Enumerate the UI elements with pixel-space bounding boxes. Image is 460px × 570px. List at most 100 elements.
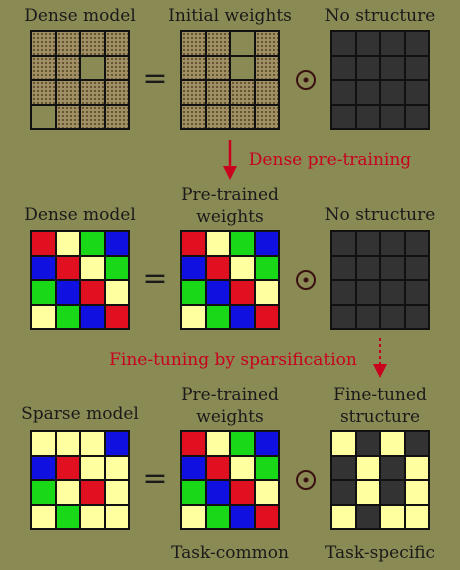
matrix-cell [380, 431, 405, 456]
matrix-cell [55, 55, 80, 80]
matrix-cell [380, 104, 405, 129]
matrix-cell [55, 255, 80, 280]
matrix-cell [80, 231, 105, 256]
matrix-cell [331, 455, 356, 480]
matrix-cell [104, 455, 129, 480]
row3-mid-title-line2: weights [196, 407, 264, 427]
row2-hadamard-icon [296, 270, 316, 290]
row1-left-title: Dense model [24, 6, 136, 26]
matrix-cell [380, 280, 405, 305]
matrix-cell [55, 455, 80, 480]
matrix-cell [181, 80, 206, 105]
row1-right-grid [330, 30, 430, 130]
matrix-cell [254, 304, 279, 329]
matrix-cell [355, 304, 380, 329]
matrix-cell [355, 480, 380, 505]
matrix-cell [104, 480, 129, 505]
matrix-cell [230, 431, 255, 456]
matrix-cell [230, 104, 255, 129]
matrix-cell [80, 80, 105, 105]
pretraining-arrow-icon [223, 140, 237, 180]
matrix-cell [331, 431, 356, 456]
matrix-cell [230, 231, 255, 256]
matrix-cell [31, 280, 56, 305]
row3-right-title-line2: structure [339, 407, 421, 427]
matrix-cell [31, 255, 56, 280]
matrix-cell [80, 104, 105, 129]
matrix-cell [205, 231, 230, 256]
matrix-cell [104, 104, 129, 129]
matrix-cell [404, 31, 429, 56]
row1-left-grid [30, 30, 130, 130]
row3-equals: = [142, 461, 168, 496]
matrix-cell [254, 480, 279, 505]
row2-mid-grid [180, 230, 280, 330]
matrix-cell [355, 231, 380, 256]
matrix-cell [55, 80, 80, 105]
matrix-cell [230, 31, 255, 56]
matrix-cell [331, 304, 356, 329]
matrix-cell [80, 431, 105, 456]
matrix-cell [80, 31, 105, 56]
matrix-cell [380, 304, 405, 329]
matrix-cell [31, 31, 56, 56]
matrix-cell [355, 55, 380, 80]
matrix-cell [254, 80, 279, 105]
matrix-cell [355, 80, 380, 105]
matrix-cell [104, 55, 129, 80]
matrix-cell [230, 304, 255, 329]
matrix-cell [205, 304, 230, 329]
matrix-cell [331, 280, 356, 305]
matrix-cell [181, 304, 206, 329]
matrix-cell [181, 104, 206, 129]
matrix-cell [404, 80, 429, 105]
matrix-cell [254, 255, 279, 280]
matrix-cell [254, 31, 279, 56]
row1-mid-title: Initial weights [168, 6, 292, 26]
row3-hadamard-icon [296, 470, 316, 490]
matrix-cell [404, 231, 429, 256]
row2-left-title: Dense model [24, 205, 136, 225]
matrix-cell [380, 80, 405, 105]
matrix-cell [31, 80, 56, 105]
matrix-cell [355, 255, 380, 280]
matrix-cell [181, 455, 206, 480]
matrix-cell [355, 104, 380, 129]
matrix-cell [404, 504, 429, 529]
matrix-cell [181, 231, 206, 256]
matrix-cell [331, 104, 356, 129]
matrix-cell [104, 31, 129, 56]
matrix-cell [230, 504, 255, 529]
task-specific-caption: Task-specific [324, 543, 436, 563]
matrix-cell [205, 104, 230, 129]
matrix-cell [80, 504, 105, 529]
row1-hadamard-icon [296, 70, 316, 90]
matrix-cell [355, 455, 380, 480]
matrix-cell [104, 80, 129, 105]
row3-left-grid [30, 430, 130, 530]
matrix-cell [104, 280, 129, 305]
matrix-cell [181, 255, 206, 280]
row2-mid-title-line2: weights [196, 207, 264, 227]
matrix-cell [254, 504, 279, 529]
matrix-cell [205, 504, 230, 529]
matrix-cell [404, 55, 429, 80]
row2-right-grid [330, 230, 430, 330]
matrix-cell [55, 304, 80, 329]
matrix-cell [380, 504, 405, 529]
matrix-cell [254, 231, 279, 256]
matrix-cell [380, 55, 405, 80]
matrix-cell [254, 280, 279, 305]
matrix-cell [404, 431, 429, 456]
matrix-cell [404, 304, 429, 329]
matrix-cell [230, 455, 255, 480]
row1-equals: = [142, 61, 168, 96]
matrix-cell [331, 255, 356, 280]
matrix-cell [380, 480, 405, 505]
matrix-cell [181, 31, 206, 56]
matrix-cell [355, 504, 380, 529]
matrix-cell [31, 55, 56, 80]
task-common-caption: Task-common [171, 543, 289, 563]
matrix-cell [80, 455, 105, 480]
matrix-cell [104, 304, 129, 329]
